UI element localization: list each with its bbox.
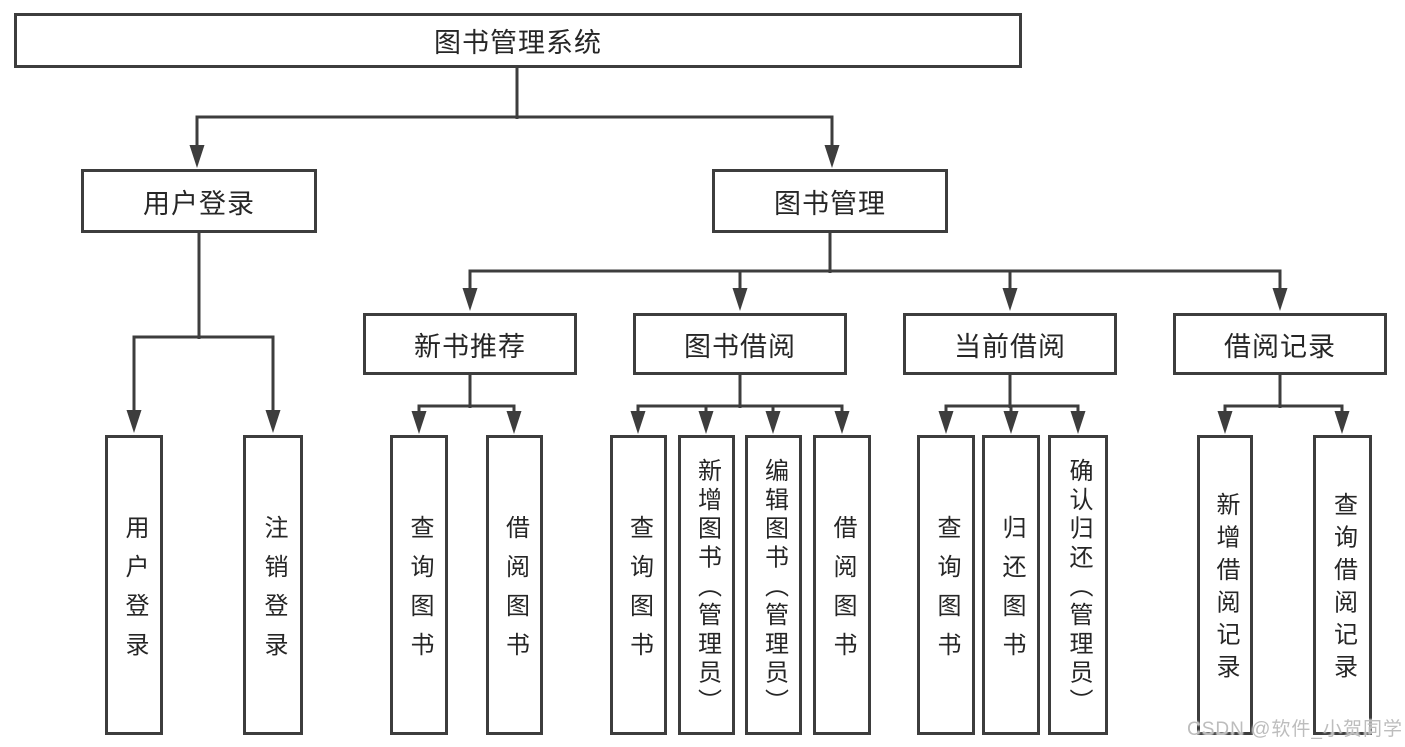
leaf-newbook-query-label: 查询图书	[406, 514, 433, 671]
node-new-book-recommend: 新书推荐	[363, 313, 577, 375]
leaf-record-query-label: 查询借阅记录	[1329, 491, 1357, 687]
node-book-borrow: 图书借阅	[633, 313, 847, 375]
connector-record-branch	[1223, 375, 1344, 412]
leaf-current-return: 归还图书	[982, 435, 1040, 735]
leaf-borrow-query-label: 查询图书	[625, 514, 653, 671]
leaf-borrow-add-admin-label: 新增图书（管理员）	[693, 457, 721, 717]
leaf-borrow-edit-admin-label: 编辑图书（管理员）	[760, 457, 788, 717]
leaf-user-login: 用户登录	[105, 435, 163, 735]
node-borrow-records: 借阅记录	[1173, 313, 1387, 375]
connector-borrow-branch	[636, 375, 844, 412]
leaf-borrow-query: 查询图书	[610, 435, 667, 735]
connector-userlogin-branch	[132, 335, 275, 411]
leaf-current-query-label: 查询图书	[933, 514, 960, 671]
leaf-newbook-query: 查询图书	[390, 435, 448, 735]
leaf-newbook-borrow: 借阅图书	[486, 435, 543, 735]
node-current-borrow-label: 当前借阅	[954, 331, 1066, 362]
leaf-borrow-edit-admin: 编辑图书（管理员）	[745, 435, 802, 735]
leaf-record-query: 查询借阅记录	[1313, 435, 1372, 735]
connector-root-branch	[195, 115, 834, 147]
leaf-logout-label: 注销登录	[260, 514, 287, 671]
leaf-borrow-add-admin: 新增图书（管理员）	[678, 435, 735, 735]
node-borrow-records-label: 借阅记录	[1224, 331, 1336, 362]
node-book-borrow-label: 图书借阅	[684, 331, 796, 362]
node-new-book-recommend-label: 新书推荐	[414, 331, 526, 362]
node-user-login-label: 用户登录	[143, 188, 255, 219]
node-user-login: 用户登录	[81, 169, 317, 233]
connector-newbook-branch	[417, 375, 516, 412]
leaf-current-confirm-admin-label: 确认归还（管理员）	[1065, 457, 1092, 717]
connector-bookmgmt-branch	[468, 269, 1282, 289]
leaf-current-confirm-admin: 确认归还（管理员）	[1048, 435, 1108, 735]
node-current-borrow: 当前借阅	[903, 313, 1117, 375]
leaf-current-query: 查询图书	[917, 435, 975, 735]
leaf-borrow-borrow-label: 借阅图书	[829, 514, 856, 671]
csdn-watermark: CSDN @软件_小贺同学	[1187, 719, 1403, 740]
leaf-user-login-label: 用户登录	[121, 514, 148, 671]
node-root: 图书管理系统	[14, 13, 1022, 68]
leaf-logout: 注销登录	[243, 435, 303, 735]
arrowheads	[126, 145, 1350, 434]
leaf-current-return-label: 归还图书	[998, 514, 1025, 671]
leaf-newbook-borrow-label: 借阅图书	[501, 514, 529, 671]
node-book-management: 图书管理	[712, 169, 948, 233]
leaf-record-add: 新增借阅记录	[1197, 435, 1253, 735]
leaf-borrow-borrow: 借阅图书	[813, 435, 871, 735]
leaf-record-add-label: 新增借阅记录	[1212, 491, 1239, 687]
connector-current-branch	[944, 375, 1080, 412]
node-root-label: 图书管理系统	[434, 28, 602, 58]
node-book-management-label: 图书管理	[774, 188, 886, 219]
